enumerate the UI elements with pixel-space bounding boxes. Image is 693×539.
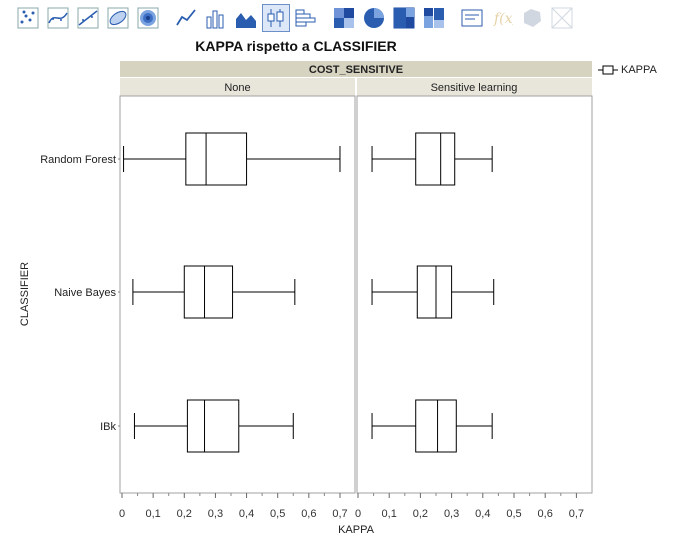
mosaic-icon [424, 8, 444, 28]
box-plot-icon [267, 9, 284, 27]
x-tick-label: 0,5 [270, 508, 285, 520]
bar-icon [206, 10, 224, 29]
formula-button[interactable]: f(x) [488, 4, 516, 32]
graph-toolbar: f(x) [14, 4, 574, 34]
smoother-icon [47, 7, 69, 29]
plot-frame-sensitive[interactable] [356, 95, 593, 494]
treemap-icon [393, 7, 415, 29]
heatmap-icon [334, 8, 354, 28]
map-shape-button[interactable] [518, 4, 546, 32]
treemap-button[interactable] [390, 4, 418, 32]
x-tick-label: 0,4 [239, 508, 254, 520]
box-sensitive-naive-bayes[interactable] [371, 265, 495, 319]
y-category-label: IBk [100, 421, 116, 433]
histogram-icon [295, 9, 316, 27]
iqr-box [183, 265, 234, 319]
x-tick-label: 0,3 [444, 508, 459, 520]
iqr-box [415, 399, 457, 453]
line-of-fit-button[interactable] [74, 4, 102, 32]
x-tick-label: 0,4 [475, 508, 490, 520]
iqr-box [416, 265, 453, 319]
legend[interactable]: KAPPA [598, 64, 657, 76]
iqr-box [186, 399, 240, 453]
map-grid-icon [551, 7, 573, 29]
y-category-label: Naive Bayes [54, 287, 116, 299]
facet-label-sensitive: Sensitive learning [431, 82, 518, 94]
facet-header-sensitive [357, 78, 592, 96]
iqr-box [185, 132, 248, 186]
pie-icon [364, 8, 384, 28]
points-icon [17, 7, 39, 29]
y-category-label: Random Forest [40, 154, 116, 166]
area-button[interactable] [232, 4, 260, 32]
x-tick-label: 0,5 [506, 508, 521, 520]
smoother-button[interactable] [44, 4, 72, 32]
caption-box-button[interactable] [458, 4, 486, 32]
histogram-button[interactable] [292, 4, 320, 32]
x-tick-label: 0 [355, 508, 361, 520]
x-tick-label: 0,1 [145, 508, 160, 520]
points-button[interactable] [14, 4, 42, 32]
formula-icon: f(x) [493, 11, 513, 27]
pie-button[interactable] [360, 4, 388, 32]
box-none-random-forest[interactable] [123, 132, 341, 186]
x-tick-label: 0,2 [177, 508, 192, 520]
ellipse-icon [107, 7, 129, 29]
x-tick-label: 0,1 [382, 508, 397, 520]
heatmap-button[interactable] [330, 4, 358, 32]
facet-variable-label: COST_SENSITIVE [309, 64, 403, 76]
x-tick-label: 0 [119, 508, 125, 520]
box-none-naive-bayes[interactable] [132, 265, 296, 319]
line-of-fit-icon [77, 7, 99, 29]
map-shape-icon [524, 9, 541, 27]
facet-label-none: None [224, 82, 250, 94]
box-none-ibk[interactable] [133, 399, 294, 453]
legend-label: KAPPA [621, 64, 657, 76]
bar-button[interactable] [202, 4, 230, 32]
x-tick-label: 0,7 [569, 508, 584, 520]
x-tick-label: 0,6 [301, 508, 316, 520]
x-tick-label: 0,3 [208, 508, 223, 520]
x-tick-label: 0,7 [332, 508, 347, 520]
iqr-box [415, 132, 456, 186]
mosaic-button[interactable] [420, 4, 448, 32]
box-sensitive-random-forest[interactable] [371, 132, 493, 186]
facet-header-none [120, 78, 355, 96]
legend-box-swatch-icon [598, 65, 618, 75]
line-icon [176, 9, 196, 26]
chart-title: KAPPA rispetto a CLASSIFIER [195, 38, 397, 54]
area-icon [236, 13, 256, 28]
svg-text:f(x): f(x) [493, 11, 513, 27]
caption-box-icon [461, 9, 483, 27]
box-plot-button[interactable] [262, 4, 290, 32]
box-sensitive-ibk[interactable] [371, 399, 493, 453]
x-tick-label: 0,6 [538, 508, 553, 520]
contour-icon [137, 7, 159, 29]
facet-variable-header [120, 61, 592, 77]
line-button[interactable] [172, 4, 200, 32]
x-tick-label: 0,2 [413, 508, 428, 520]
ellipse-button[interactable] [104, 4, 132, 32]
contour-button[interactable] [134, 4, 162, 32]
map-grid-button[interactable] [548, 4, 576, 32]
y-axis-title: CLASSIFIER [19, 262, 31, 326]
x-axis-title: KAPPA [338, 524, 375, 536]
